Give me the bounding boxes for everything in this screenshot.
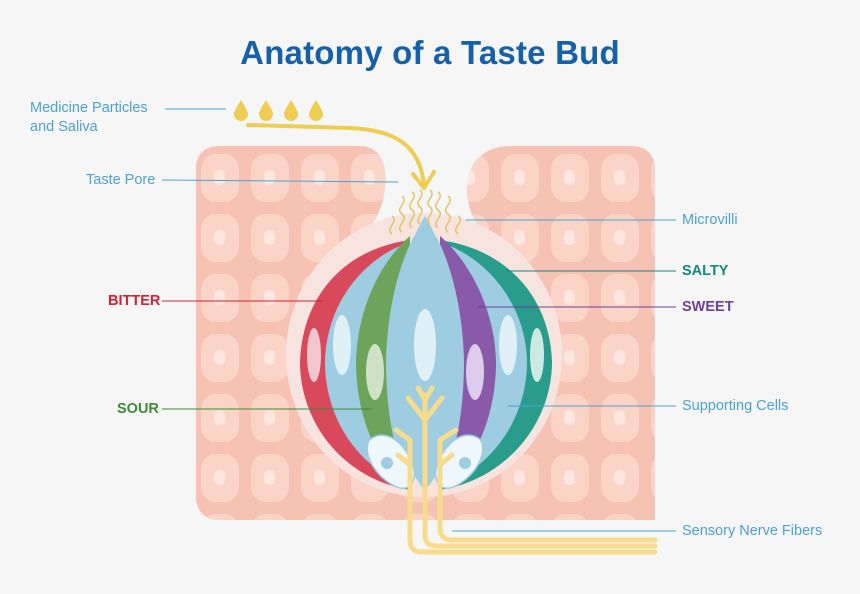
label-supporting-cells: Supporting Cells (682, 398, 789, 414)
label-sensory-nerve-fibers: Sensory Nerve Fibers (682, 523, 823, 539)
droplet-icon (259, 100, 273, 121)
label-taste-pore: Taste Pore (86, 172, 156, 188)
label-microvilli: Microvilli (682, 212, 738, 228)
droplet-icon (309, 100, 323, 121)
label-sweet: SWEET (682, 299, 734, 315)
droplet-icon (284, 100, 298, 121)
label-medicine-particles: Medicine Particles and Saliva (30, 99, 148, 137)
basal-cells (366, 434, 484, 489)
cell-nuclei (307, 309, 544, 400)
label-medicine-line2: and Saliva (30, 119, 98, 135)
sensory-nerve-fibers (393, 385, 658, 555)
taste-pore-gap (360, 146, 510, 237)
label-medicine-line1: Medicine Particles (30, 100, 148, 116)
label-sour: SOUR (117, 401, 159, 417)
droplet-icon (234, 100, 248, 121)
medicine-droplets (234, 100, 323, 121)
microvilli (389, 189, 461, 235)
diagram-title: Anatomy of a Taste Bud (240, 34, 620, 71)
label-salty: SALTY (682, 263, 729, 279)
leader-lines (161, 108, 676, 532)
flow-arrow (246, 123, 436, 190)
label-bitter: BITTER (108, 293, 161, 309)
